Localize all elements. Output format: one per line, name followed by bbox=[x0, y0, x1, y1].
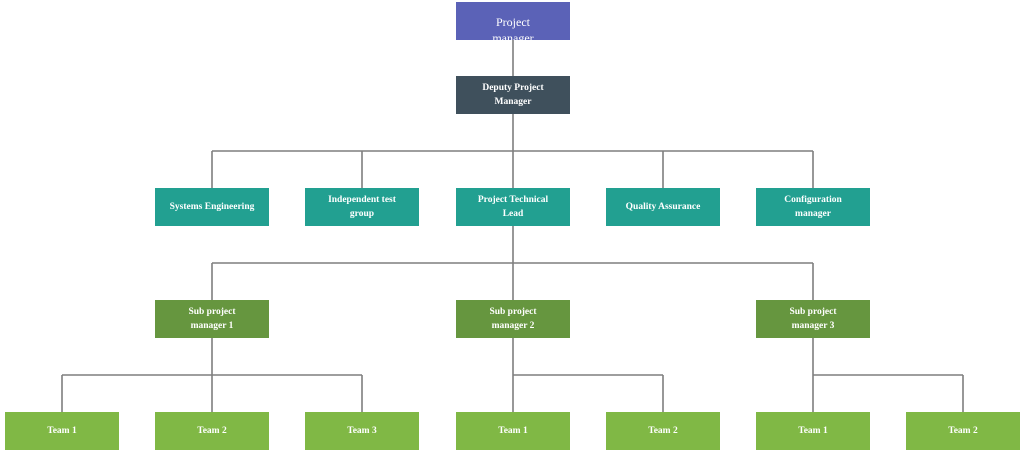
team-label: Team 1 bbox=[798, 426, 828, 436]
project-technical-lead-box: Project Technical Lead bbox=[456, 188, 570, 226]
team-box: Team 3 bbox=[305, 412, 419, 450]
sub-project-manager-2-box: Sub project manager 2 bbox=[456, 300, 570, 338]
project-manager-label: Project manager bbox=[492, 15, 534, 40]
team-box: Team 1 bbox=[456, 412, 570, 450]
sub-project-label: Sub project manager 3 bbox=[789, 307, 837, 331]
sub-project-label: Sub project manager 1 bbox=[188, 307, 236, 331]
project-manager-box: Project manager bbox=[456, 2, 570, 40]
team-box: Team 1 bbox=[5, 412, 119, 450]
deputy-project-manager-box: Deputy Project Manager bbox=[456, 76, 570, 114]
configuration-manager-box: Configuration manager bbox=[756, 188, 870, 226]
systems-engineering-box: Systems Engineering bbox=[155, 188, 269, 226]
sub-project-manager-1-box: Sub project manager 1 bbox=[155, 300, 269, 338]
department-label: Independent test group bbox=[328, 195, 396, 219]
team-box: Team 2 bbox=[155, 412, 269, 450]
sub-project-label: Sub project manager 2 bbox=[489, 307, 537, 331]
team-label: Team 2 bbox=[648, 426, 678, 436]
deputy-project-manager-label: Deputy Project Manager bbox=[482, 83, 544, 107]
department-label: Quality Assurance bbox=[625, 202, 701, 212]
department-label: Systems Engineering bbox=[169, 202, 255, 212]
team-box: Team 2 bbox=[606, 412, 720, 450]
team-label: Team 3 bbox=[347, 426, 377, 436]
department-label: Project Technical Lead bbox=[477, 195, 549, 219]
team-label: Team 1 bbox=[47, 426, 77, 436]
department-label: Configuration manager bbox=[784, 195, 842, 219]
team-box: Team 1 bbox=[756, 412, 870, 450]
independent-test-group-box: Independent test group bbox=[305, 188, 419, 226]
team-box: Team 2 bbox=[906, 412, 1020, 450]
quality-assurance-box: Quality Assurance bbox=[606, 188, 720, 226]
team-label: Team 1 bbox=[498, 426, 528, 436]
sub-project-manager-3-box: Sub project manager 3 bbox=[756, 300, 870, 338]
team-label: Team 2 bbox=[197, 426, 227, 436]
team-label: Team 2 bbox=[948, 426, 978, 436]
